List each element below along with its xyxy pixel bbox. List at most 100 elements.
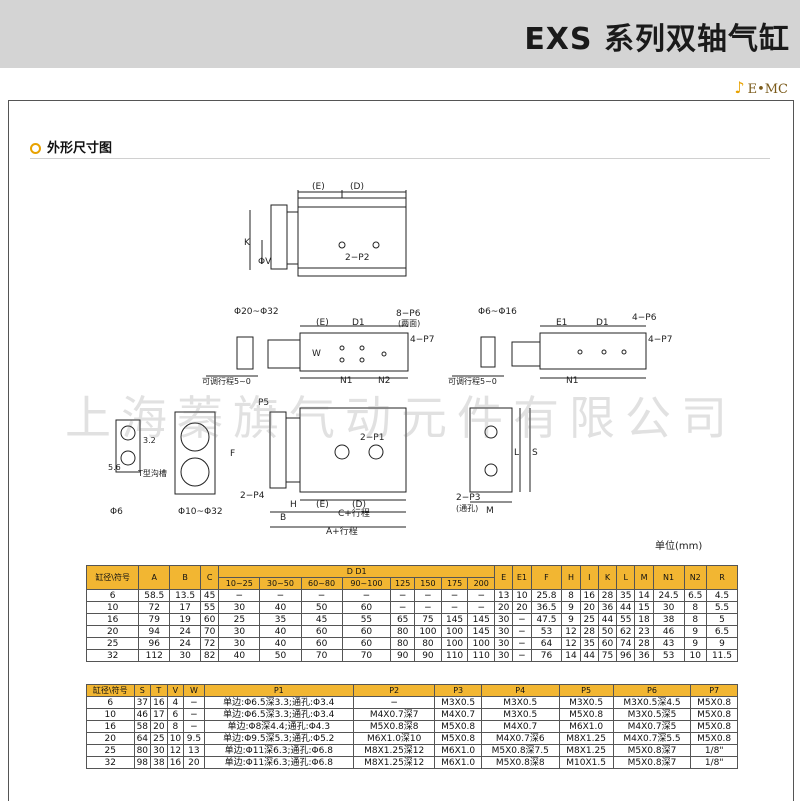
table-cell: 20 [494, 601, 514, 614]
table-cell: − [341, 589, 392, 602]
unit-label: 单位(mm) [655, 541, 703, 552]
table-cell: 60 [341, 637, 392, 650]
col-head: S [133, 684, 152, 697]
side-body [469, 407, 513, 493]
col-head: P7 [690, 684, 738, 697]
table-cell: M5X0.8深7 [612, 756, 692, 769]
table-cell: 36.5 [530, 601, 563, 614]
table-cell: 64 [530, 637, 563, 650]
col-head: 缸径\符号 [85, 565, 140, 590]
label-Cstroke: C+行程 [338, 507, 370, 519]
table-cell: 30 [169, 649, 202, 662]
table-cell: 25 [85, 637, 140, 650]
table-cell: M4X0.7深6 [480, 732, 560, 745]
table-cell: 72 [200, 637, 220, 650]
label-N2: N2 [378, 376, 390, 386]
table-cell: 80 [390, 637, 416, 650]
table-cell: 9 [561, 601, 581, 614]
table-cell: 24.5 [652, 589, 685, 602]
label-N1-b: N1 [566, 376, 578, 386]
label-D1-b: D1 [596, 318, 609, 328]
table-cell: 24 [169, 625, 202, 638]
label-K: K [244, 238, 251, 248]
table-cell: 20 [579, 601, 599, 614]
table-cell: 单边:Φ6.5深3.3;通孔:Φ3.4 [203, 696, 354, 709]
table-cell: 80 [133, 744, 152, 757]
table-cell: 90 [390, 649, 416, 662]
label-M: M [486, 506, 494, 516]
table-cell: 46 [133, 708, 152, 721]
table-cell: 65 [390, 613, 416, 626]
table-cell: M5X0.8深8 [352, 720, 436, 733]
section-title: 外形尺寸图 [30, 137, 112, 156]
table-cell: M5X0.8 [434, 732, 482, 745]
table-cell: M5X0.8深8 [480, 756, 560, 769]
table-cell: M8X1.25 [558, 744, 614, 757]
table-cell: 12 [561, 637, 581, 650]
table-cell: M4X0.7深5.5 [612, 732, 692, 745]
table-cell: 6.5 [683, 589, 707, 602]
table-cell: 5 [705, 613, 739, 626]
table-cell: M4X0.7深7 [352, 708, 436, 721]
table-cell: 20 [85, 625, 140, 638]
table-cell: 58.5 [138, 589, 171, 602]
col-head: K [597, 565, 618, 590]
table-cell: 45 [200, 589, 220, 602]
label-tslot: T型沟槽 [137, 468, 167, 478]
table-cell: 11.5 [705, 649, 739, 662]
table-cell: M6X1.0 [434, 744, 482, 757]
table-cell: 94 [138, 625, 171, 638]
table-cell: 30 [494, 649, 514, 662]
table-cell: − [414, 589, 442, 602]
col-head: 缸径\符号 [86, 684, 135, 697]
table-cell: 55 [341, 613, 392, 626]
table-cell: M6X1.0 [434, 756, 482, 769]
col-head-sub: 10~25 [218, 577, 261, 590]
table-cell: M3X0.5深5 [612, 708, 692, 721]
label-E: (E) [312, 182, 325, 192]
table-cell: 30 [218, 637, 261, 650]
table-cell: 14 [561, 649, 581, 662]
label-P5: P5 [258, 398, 269, 408]
table-cell: 110 [467, 649, 496, 662]
table-cell: 10 [85, 601, 140, 614]
table-cell: 6.5 [705, 625, 739, 638]
table-cell: 100 [414, 625, 442, 638]
col-head-sub: 30~50 [259, 577, 302, 590]
table-cell: M5X0.8 [690, 708, 738, 721]
label-size56: 5.6 [108, 463, 121, 472]
table-cell: 6 [85, 589, 140, 602]
col-head-sub: 125 [390, 577, 416, 590]
label-N1: N1 [340, 376, 352, 386]
table-cell: 19 [169, 613, 202, 626]
table-cell: 60 [300, 625, 343, 638]
label-H: H [290, 500, 297, 510]
table-cell: 100 [440, 625, 469, 638]
table-cell: − [300, 589, 343, 602]
table-cell: M5X0.8 [690, 732, 738, 745]
table-cell: 44 [579, 649, 599, 662]
table-cell: 15 [634, 601, 654, 614]
label-both-sides: (两面) [398, 319, 420, 328]
table-cell: 25 [86, 744, 135, 757]
table-cell: − [183, 720, 205, 733]
table-cell: − [352, 696, 436, 709]
table-cell: 13 [183, 744, 205, 757]
divider [30, 158, 770, 159]
table-cell: 16 [86, 720, 135, 733]
col-head: E1 [512, 565, 532, 590]
label-E-mid: (E) [316, 318, 329, 328]
table-cell: 46 [652, 625, 685, 638]
table-cell: M8X1.25深12 [352, 756, 436, 769]
table-cell: 53 [652, 649, 685, 662]
table-cell: 16 [85, 613, 140, 626]
table-cell: 98 [133, 756, 152, 769]
table-cell: M4X0.7 [480, 720, 560, 733]
table-cell: 6 [86, 696, 135, 709]
table-cell: 1/8" [690, 744, 738, 757]
